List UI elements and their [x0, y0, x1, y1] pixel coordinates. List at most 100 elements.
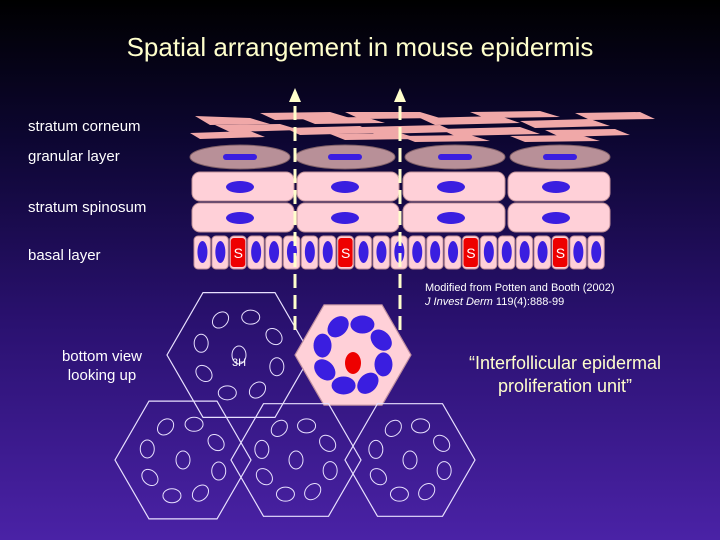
column-boundary-arrows: [289, 88, 406, 330]
hex-cell-outline: [231, 345, 247, 365]
basal-nucleus: [376, 241, 387, 263]
hex-cell-outline: [402, 450, 418, 470]
corneum-flake: [440, 127, 540, 136]
hex-cell-outline: [265, 327, 283, 346]
spinosum-nucleus: [226, 212, 254, 224]
basal-nucleus: [358, 241, 369, 263]
hex-cell-outline: [211, 461, 227, 481]
proliferation-unit-quote: “Interfollicular epidermal proliferation…: [440, 352, 690, 398]
hex-cell-outline: [433, 434, 451, 452]
arrow-head-icon: [394, 88, 406, 102]
basal-nucleus: [448, 241, 459, 263]
hex-cell-outline: [270, 419, 288, 437]
hex-nucleus: [350, 315, 375, 334]
hex-cell-outline: [418, 483, 436, 501]
hex-cell-outline: [207, 433, 225, 452]
basal-nucleus: [412, 241, 423, 263]
label-basal-layer: basal layer: [28, 247, 101, 264]
basal-nucleus: [430, 241, 441, 263]
page-title: Spatial arrangement in mouse epidermis: [126, 32, 594, 62]
granular-nucleus: [438, 154, 472, 160]
s-phase-label: S: [466, 245, 475, 261]
granular-nucleus: [328, 154, 362, 160]
bottom-view-line2: looking up: [67, 367, 137, 384]
hexagon-unit: [344, 403, 476, 517]
citation-authors: Modified from Potten and Booth (2002): [425, 282, 615, 294]
citation: Modified from Potten and Booth (2002) J …: [425, 281, 615, 309]
corneum-flake: [190, 131, 265, 139]
basal-nucleus: [197, 241, 208, 263]
proliferation-unit-hexagons: 3H: [114, 292, 476, 520]
corneum-flake: [285, 126, 375, 135]
hex-cell-outline: [384, 419, 402, 437]
basal-nucleus: [483, 241, 494, 263]
corneum-flake: [520, 119, 610, 128]
hex-cell-outline: [184, 416, 204, 432]
citation-journal: J Invest Derm: [425, 296, 493, 308]
s-phase-cell: [463, 238, 478, 267]
s-phase-cell: [230, 238, 246, 267]
hex-cell-outline: [255, 468, 273, 486]
hex-cell-outline: [411, 418, 431, 434]
hex-cell-outline: [217, 385, 237, 401]
s-phase-label: S: [341, 245, 350, 261]
corneum-flake: [510, 135, 600, 142]
s-phase-label: S: [556, 245, 565, 261]
basal-nucleus: [215, 241, 226, 263]
basal-nucleus: [322, 241, 333, 263]
corneum-flake: [400, 135, 490, 142]
granular-nucleus: [223, 154, 257, 160]
hex-s-phase-cell: [345, 352, 361, 374]
hex-cell-outline: [368, 439, 384, 459]
spinosum-nucleus: [437, 181, 465, 193]
hex-cell-outline: [141, 468, 159, 487]
citation-volume: 119(4):888-99: [492, 296, 565, 308]
corneum-flake: [575, 112, 655, 120]
spinosum-nucleus: [331, 181, 359, 193]
basal-nucleus: [501, 241, 512, 263]
quote-line2: proliferation unit”: [497, 376, 633, 396]
hex-cell-outline: [436, 461, 452, 481]
hex-nucleus: [374, 352, 393, 377]
corneum-flake: [195, 116, 270, 125]
hex-cell-outline: [369, 468, 387, 486]
corneum-flake: [420, 116, 520, 125]
label-stratum-spinosum: stratum spinosum: [28, 199, 147, 216]
hex-cell-outline: [156, 418, 175, 436]
bottom-view-line1: bottom view: [61, 348, 143, 365]
hex-cell-outline: [139, 439, 155, 459]
corneum-flake: [215, 124, 300, 132]
quote-line1: “Interfollicular epidermal: [468, 353, 662, 373]
hex-cell-outline: [254, 439, 270, 459]
spinosum-nucleus: [437, 212, 465, 224]
spinosum-cells: [191, 171, 611, 233]
s-phase-label: S: [234, 245, 243, 261]
spinosum-nucleus: [542, 212, 570, 224]
hex-cell-outline: [269, 357, 285, 377]
basal-nucleus: [304, 241, 315, 263]
arrow-head-icon: [289, 88, 301, 102]
corneum-flake: [470, 111, 560, 118]
s-phase-cell: [553, 238, 568, 267]
hex-cell-outline: [241, 309, 261, 325]
s-phase-cell: [338, 238, 353, 267]
hex-nucleus: [357, 372, 379, 394]
label-granular-layer: granular layer: [28, 148, 120, 165]
hex-cell-outline: [304, 483, 322, 501]
hex-cell-outline: [193, 333, 209, 353]
bottom-view-label: bottom view looking up: [42, 347, 162, 385]
corneum-flake: [345, 112, 440, 119]
hex-cell-outline: [162, 488, 182, 504]
granular-layer-cells: [189, 144, 611, 170]
hex-cell-outline: [191, 484, 210, 502]
hex-cell-outline: [175, 450, 191, 470]
basal-nucleus: [394, 241, 405, 263]
hexagon-unit: [114, 400, 252, 520]
granular-nucleus: [543, 154, 577, 160]
hex-cell-outline: [248, 381, 267, 399]
basal-nucleus: [591, 241, 602, 263]
hex-nucleus: [331, 376, 356, 395]
spinosum-nucleus: [226, 181, 254, 193]
